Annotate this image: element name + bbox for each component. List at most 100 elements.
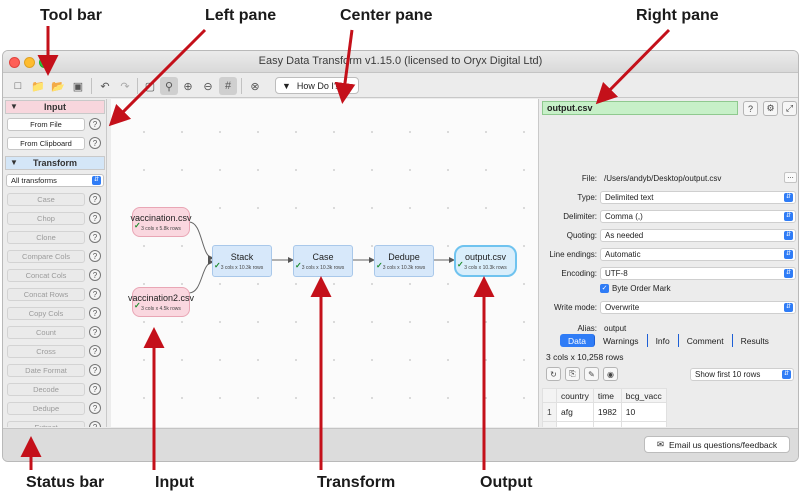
- transform-button[interactable]: Concat Cols: [7, 269, 85, 282]
- table-cell[interactable]: 10: [620, 421, 667, 427]
- eye-icon[interactable]: ◉: [603, 367, 618, 381]
- transform-button[interactable]: Copy Cols: [7, 307, 85, 320]
- output-name-field[interactable]: output.csv: [542, 101, 738, 115]
- help-icon[interactable]: ?: [89, 345, 101, 357]
- settings-icon[interactable]: ⚙: [763, 101, 778, 116]
- transform-node-dedupe[interactable]: Dedupe 3 cols x 10.3k rows ✓: [374, 245, 434, 277]
- delimiter-select[interactable]: Comma (,)⇵: [600, 210, 796, 223]
- help-icon[interactable]: ?: [743, 101, 758, 116]
- show-first-rows-select[interactable]: Show first 10 rows ⇵: [690, 368, 794, 381]
- transform-filter-select[interactable]: All transforms ⇵: [6, 174, 104, 187]
- table-cell[interactable]: 1983: [592, 421, 622, 427]
- select-arrows-icon: ⇵: [782, 370, 791, 379]
- help-icon[interactable]: ?: [89, 383, 101, 395]
- transform-section-header[interactable]: ▼ Transform: [5, 156, 105, 170]
- transform-node-stack[interactable]: Stack 3 cols x 10.3k rows ✓: [212, 245, 272, 277]
- undo-icon[interactable]: ↶: [100, 80, 110, 93]
- help-icon[interactable]: ?: [89, 231, 101, 243]
- refresh-icon[interactable]: ↻: [546, 367, 561, 381]
- help-icon[interactable]: ?: [89, 326, 101, 338]
- transform-button[interactable]: Extract: [7, 421, 85, 427]
- transform-button[interactable]: Count: [7, 326, 85, 339]
- tab-warnings[interactable]: Warnings: [595, 334, 648, 347]
- checkmark-icon: ✓: [134, 301, 141, 310]
- select-icon[interactable]: ▢: [144, 80, 156, 93]
- help-icon[interactable]: ?: [89, 137, 101, 149]
- input-node-vaccination2[interactable]: vaccination2.csv 3 cols x 4.5k rows ✓: [128, 287, 194, 317]
- table-cell[interactable]: afg: [556, 402, 594, 422]
- select-arrows-icon: ⇵: [784, 193, 793, 202]
- expand-icon[interactable]: ⤢: [782, 101, 797, 116]
- input-node-vaccination[interactable]: vaccination.csv 3 cols x 5.8k rows ✓: [130, 207, 192, 237]
- email-feedback-label: Email us questions/feedback: [668, 439, 778, 450]
- from-clipboard-button[interactable]: From Clipboard: [7, 137, 85, 150]
- table-cell[interactable]: 1982: [592, 402, 622, 422]
- browse-button[interactable]: …: [784, 172, 797, 183]
- transform-button[interactable]: Chop: [7, 212, 85, 225]
- transform-button[interactable]: Decode: [7, 383, 85, 396]
- redo-icon[interactable]: ↷: [120, 80, 130, 93]
- write-mode-select[interactable]: Overwrite⇵: [600, 301, 796, 314]
- help-icon[interactable]: ?: [89, 288, 101, 300]
- save-icon[interactable]: ▣: [72, 80, 84, 93]
- how-do-i-dropdown[interactable]: ▼ How Do I?: [275, 77, 359, 94]
- help-icon[interactable]: ?: [89, 212, 101, 224]
- open-recent-icon[interactable]: 📂: [51, 80, 65, 93]
- help-icon[interactable]: ?: [89, 118, 101, 130]
- transform-button[interactable]: Cross: [7, 345, 85, 358]
- help-icon[interactable]: ?: [89, 421, 101, 427]
- help-icon[interactable]: ?: [89, 307, 101, 319]
- column-header[interactable]: bcg_vacc: [620, 388, 667, 403]
- write-mode-value: Overwrite: [605, 303, 640, 312]
- column-header[interactable]: time: [592, 388, 622, 403]
- write-mode-label: Write mode:: [554, 303, 597, 312]
- input-section-header[interactable]: ▼ Input: [5, 100, 105, 114]
- help-icon[interactable]: ?: [89, 269, 101, 281]
- zoom-in-icon[interactable]: ⊕: [183, 80, 193, 93]
- transform-button[interactable]: Compare Cols: [7, 250, 85, 263]
- table-cell[interactable]: 10: [620, 402, 667, 422]
- output-node[interactable]: output.csv 3 cols x 10.3k rows ✓: [454, 245, 517, 277]
- help-icon[interactable]: ?: [89, 193, 101, 205]
- transform-button[interactable]: Date Format: [7, 364, 85, 377]
- center-pane[interactable]: vaccination.csv 3 cols x 5.8k rows ✓ vac…: [111, 99, 539, 427]
- email-feedback-button[interactable]: ✉ Email us questions/feedback: [644, 436, 790, 453]
- file-path-value: /Users/andyb/Desktop/output.csv: [604, 174, 722, 183]
- new-file-icon[interactable]: □: [14, 80, 22, 92]
- zoom-icon[interactable]: ⚲: [160, 77, 178, 95]
- table-cell[interactable]: afg: [556, 421, 594, 427]
- transform-node-case[interactable]: Case 3 cols x 10.3k rows ✓: [293, 245, 353, 277]
- type-select[interactable]: Delimited text⇵: [600, 191, 796, 204]
- column-header[interactable]: country: [556, 388, 594, 403]
- tab-data[interactable]: Data: [560, 334, 595, 347]
- node-label: Dedupe: [388, 251, 420, 262]
- clipboard-icon[interactable]: ⎘: [565, 367, 580, 381]
- line-endings-select[interactable]: Automatic⇵: [600, 248, 796, 261]
- alias-value[interactable]: output: [604, 324, 627, 333]
- zoom-out-icon[interactable]: ⊖: [203, 80, 213, 93]
- from-file-button[interactable]: From File: [7, 118, 85, 131]
- transform-button[interactable]: Clone: [7, 231, 85, 244]
- tab-results[interactable]: Results: [740, 335, 769, 346]
- quoting-select[interactable]: As needed⇵: [600, 229, 796, 242]
- minimize-window-button[interactable]: [24, 57, 35, 68]
- tab-comment[interactable]: Comment: [679, 334, 733, 347]
- transform-button[interactable]: Dedupe: [7, 402, 85, 415]
- byte-order-mark-checkbox[interactable]: ✓ Byte Order Mark: [600, 284, 671, 293]
- help-icon[interactable]: ?: [89, 250, 101, 262]
- grid-icon[interactable]: #: [219, 77, 237, 95]
- stop-icon[interactable]: ⊗: [250, 80, 260, 93]
- quoting-label: Quoting:: [566, 231, 597, 240]
- tab-info[interactable]: Info: [648, 334, 679, 347]
- open-folder-icon[interactable]: 📁: [31, 80, 45, 93]
- transform-button[interactable]: Concat Rows: [7, 288, 85, 301]
- toolbar: □ 📁 📂 ▣ ↶ ↷ ▢ ⚲ ⊕ ⊖ # ⊗ ▼ How Do I?: [3, 74, 798, 98]
- encoding-select[interactable]: UTF-8⇵: [600, 267, 796, 280]
- transform-button[interactable]: Case: [7, 193, 85, 206]
- help-icon[interactable]: ?: [89, 402, 101, 414]
- help-icon[interactable]: ?: [89, 364, 101, 376]
- toolbar-divider: [137, 78, 138, 94]
- close-window-button[interactable]: [9, 57, 20, 68]
- edit-icon[interactable]: ✎: [584, 367, 599, 381]
